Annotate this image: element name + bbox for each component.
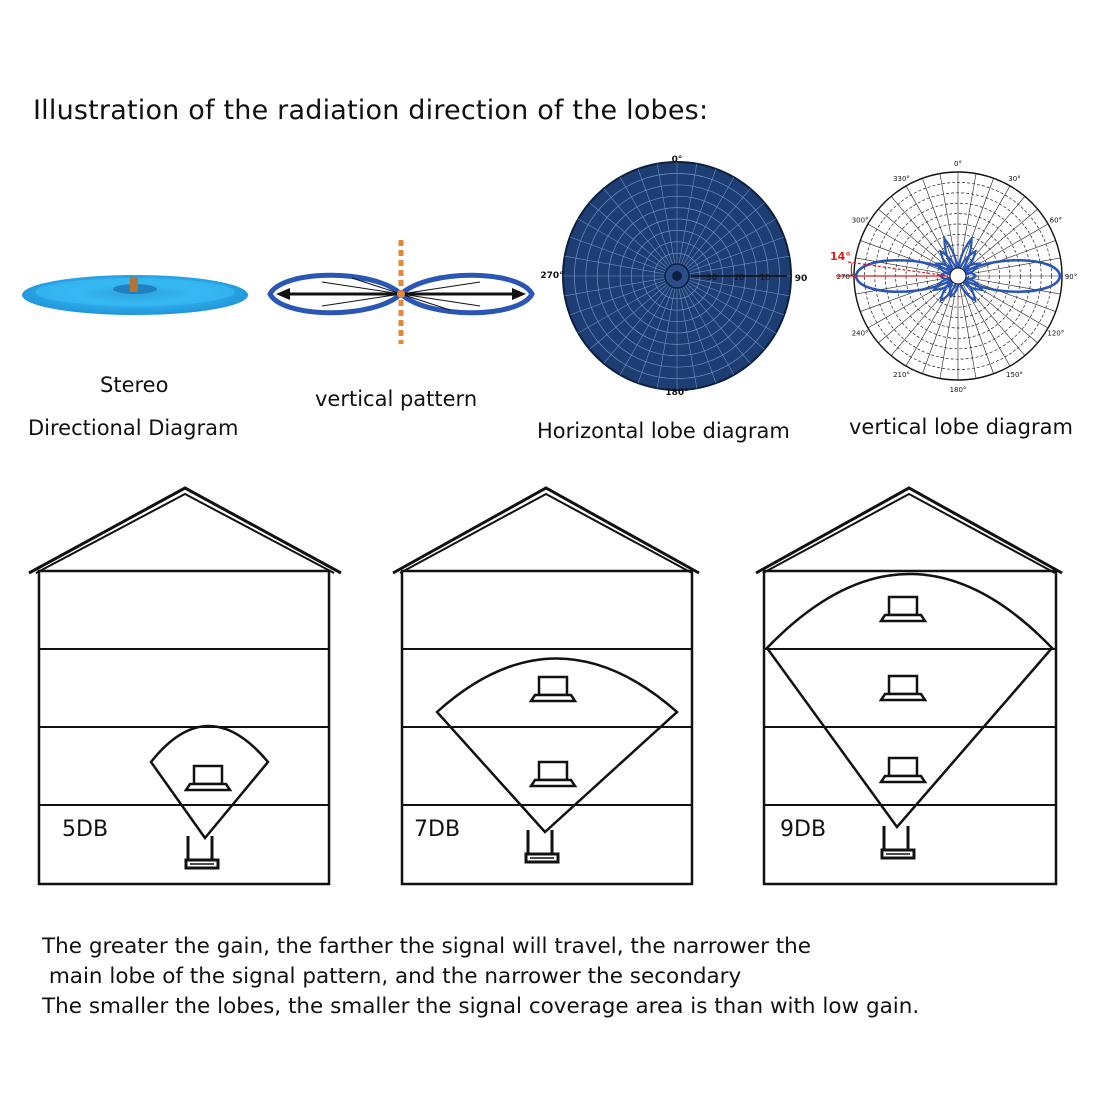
angle-label-330: 330° xyxy=(893,175,910,183)
house-7db xyxy=(392,486,700,886)
antenna-icon xyxy=(130,277,138,292)
polar-top-label: 0° xyxy=(672,155,683,165)
angle-label-300: 300° xyxy=(852,217,869,225)
angle-label-240: 240° xyxy=(852,330,869,338)
angle-label-30: 30° xyxy=(1008,175,1020,183)
vertical-lobe-label: vertical lobe diagram xyxy=(849,415,1073,439)
coverage-lobe-7db xyxy=(435,657,679,834)
polar-bottom-label: 180° xyxy=(665,388,688,398)
laptop-icon xyxy=(529,675,577,703)
laptop-icon xyxy=(879,756,927,784)
directional-diagram-label: Directional Diagram xyxy=(28,416,239,440)
tilt-angle-label: 14° xyxy=(830,250,851,263)
coverage-lobe-9db xyxy=(765,572,1054,830)
gain-coverage-houses xyxy=(28,486,1063,886)
laptop-icon xyxy=(529,760,577,788)
angle-label-60: 60° xyxy=(1050,217,1062,225)
router-icon xyxy=(524,828,560,864)
right-lobe xyxy=(397,272,535,316)
footer-line-2: main lobe of the signal pattern, and the… xyxy=(42,964,742,989)
page-title: Illustration of the radiation direction … xyxy=(33,95,709,126)
router-icon xyxy=(880,824,916,860)
vertical-pattern-diagram xyxy=(267,240,535,344)
footer-line-3: The smaller the lobes, the smaller the s… xyxy=(42,994,920,1019)
horizontal-lobe-label: Horizontal lobe diagram xyxy=(537,419,790,443)
router-icon xyxy=(184,834,220,870)
laptop-icon xyxy=(184,764,232,792)
horizontal-lobe-polar: 0° 270° 90 180° 30 20 10 xyxy=(540,155,808,398)
laptop-icon xyxy=(879,595,927,623)
angle-label-270: 270° xyxy=(837,273,854,281)
gain-label-7db: 7DB xyxy=(414,817,461,842)
gain-label-9db: 9DB xyxy=(780,817,827,842)
angle-label-120: 120° xyxy=(1047,330,1064,338)
left-lobe xyxy=(267,272,405,316)
angle-label-180: 180° xyxy=(950,386,967,394)
angle-label-150: 150° xyxy=(1006,371,1023,379)
vertical-lobe-polar: 0° 30° 60° 90° 120° 150° 180° 210° 240° 270° 300° 3… xyxy=(830,160,1077,394)
polar-right-label: 90 xyxy=(795,274,808,284)
radial-tick-2: 10 xyxy=(760,273,770,282)
coverage-lobe-5db xyxy=(149,724,270,841)
angle-label-210: 210° xyxy=(893,371,910,379)
stereo-disc-diagram xyxy=(22,275,248,315)
house-9db xyxy=(755,486,1063,886)
radial-tick-0: 30 xyxy=(707,273,717,282)
gain-label-5db: 5DB xyxy=(62,817,109,842)
vertical-pattern-label: vertical pattern xyxy=(315,387,478,411)
stereo-label: Stereo xyxy=(100,373,169,397)
footer-line-1: The greater the gain, the farther the si… xyxy=(42,934,812,959)
angle-label-90: 90° xyxy=(1065,273,1077,281)
house-5db xyxy=(28,486,342,886)
polar-left-label: 270° xyxy=(540,271,563,281)
laptop-icon xyxy=(879,674,927,702)
angle-label-0: 0° xyxy=(954,160,962,168)
radial-tick-1: 20 xyxy=(734,273,744,282)
